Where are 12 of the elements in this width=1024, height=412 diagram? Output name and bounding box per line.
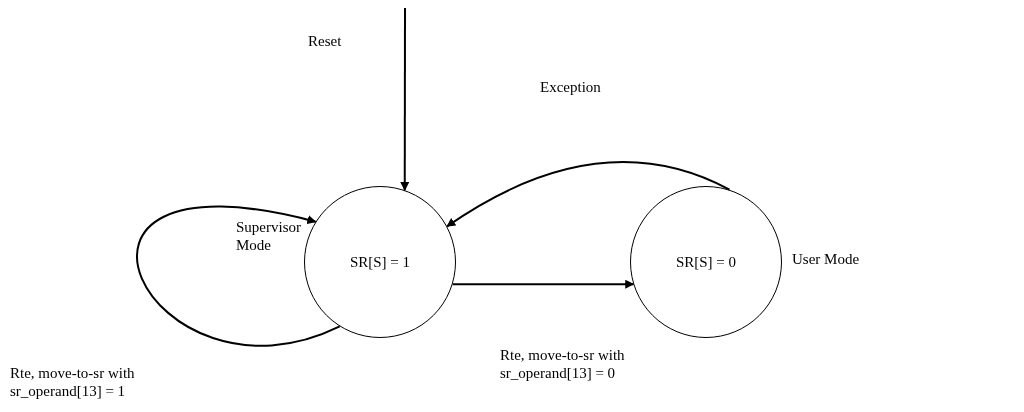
- arrow: [136, 206, 341, 347]
- mode-label: Supervisor Mode: [236, 218, 302, 254]
- state-label: SR[S] = 1: [349, 253, 411, 271]
- state-label: SR[S] = 0: [675, 253, 737, 271]
- edge-label: Exception: [540, 78, 602, 96]
- mode-label: User Mode: [792, 250, 861, 268]
- arrow: [400, 7, 410, 192]
- edge-label: Reset: [308, 32, 343, 50]
- arrow: [446, 161, 731, 228]
- edge-label: Rte, move-to-sr with sr_operand[13] = 1: [10, 364, 136, 400]
- arrow: [451, 279, 635, 289]
- edge-label: Rte, move-to-sr with sr_operand[13] = 0: [500, 346, 626, 382]
